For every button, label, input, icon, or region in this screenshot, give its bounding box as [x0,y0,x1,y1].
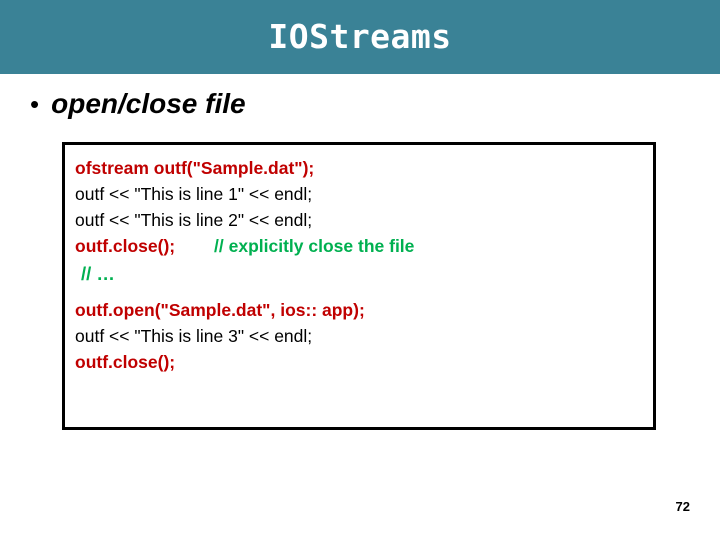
code-line-4-spacer [175,236,214,256]
code-line-6: outf.open("Sample.dat", ios:: app); [75,300,365,320]
title-bar [0,0,720,74]
bullet-marker: • [30,89,40,119]
code-line-4: outf.close(); // explicitly close the fi… [75,233,653,259]
code-line-5: // … [81,263,115,284]
code-line-1: ofstream outf("Sample.dat"); [75,158,315,178]
code-line-2: outf << "This is line 1" << endl; [75,184,313,204]
page-number: 72 [675,499,690,514]
page-title: IOStreams [268,17,452,56]
code-line-3: outf << "This is line 2" << endl; [75,210,313,230]
code-line-4-statement: outf.close(); [75,236,176,256]
bullet-label: open/close file [51,88,246,119]
bullet-item: • open/close file [30,88,690,120]
code-spacer [75,289,653,297]
code-line-4-comment: // explicitly close the file [214,236,415,256]
code-line-7: outf << "This is line 3" << endl; [75,326,313,346]
code-line-8: outf.close(); [75,352,176,372]
code-block: ofstream outf("Sample.dat"); outf << "Th… [62,142,656,430]
